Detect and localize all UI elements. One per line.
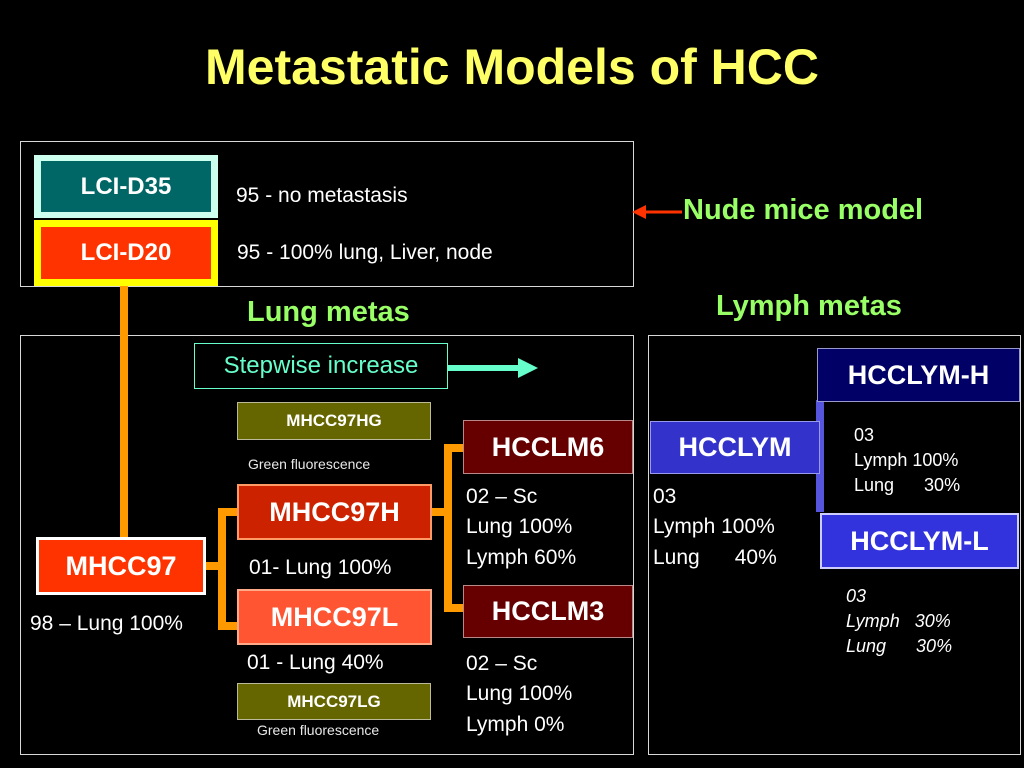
lci-d35-box[interactable]: LCI-D35 (34, 155, 218, 218)
mhcc97l-box[interactable]: MHCC97L (237, 589, 432, 645)
mhcc97lg-box[interactable]: MHCC97LG (237, 683, 431, 720)
lci-d35-note: 95 - no metastasis (236, 184, 408, 207)
hcclm3-box[interactable]: HCCLM3 (463, 585, 633, 638)
mhcc97h-box[interactable]: MHCC97H (237, 484, 432, 540)
mhcc97l-note: 01 - Lung 40% (247, 651, 384, 674)
hcclm6-notes: 02 – Sc Lung 100% Lymph 60% (466, 482, 576, 573)
mhcc97h-label: MHCC97H (269, 496, 400, 527)
lymph-metas-header: Lymph metas (716, 290, 902, 322)
hcclym-box[interactable]: HCCLYM (650, 421, 820, 474)
mhcc97-note: 98 – Lung 100% (30, 612, 183, 635)
mhcc97l-label: MHCC97L (270, 601, 399, 632)
hcclym-l-label: HCCLYM-L (850, 525, 989, 556)
stepwise-increase-box: Stepwise increase (194, 343, 448, 389)
hcclym-note-line: 03 (653, 485, 677, 508)
mhcc97lg-note: Green fluorescence (257, 722, 380, 738)
hcclm6-box[interactable]: HCCLM6 (463, 420, 633, 474)
stepwise-arrow-head (518, 358, 538, 378)
hcclym-h-note-line: 03 (854, 425, 875, 445)
connector-h-l-bracket (218, 508, 237, 630)
hcclm6-note-line: Lymph 60% (466, 545, 577, 569)
lci-d35-label: LCI-D35 (80, 172, 172, 200)
lci-d20-inner: LCI-D20 (41, 227, 211, 279)
lung-metas-header: Lung metas (247, 296, 410, 328)
stepwise-label: Stepwise increase (223, 352, 419, 379)
mhcc97lg-label: MHCC97LG (287, 691, 381, 711)
hcclym-l-notes: 03 Lymph 30% Lung 30% (846, 584, 952, 660)
hcclm3-notes: 02 – Sc Lung 100% Lymph 0% (466, 649, 572, 740)
lci-d20-note: 95 - 100% lung, Liver, node (237, 241, 493, 264)
lci-d20-box[interactable]: LCI-D20 (34, 220, 218, 286)
mhcc97hg-box[interactable]: MHCC97HG (237, 402, 431, 440)
hcclym-l-note-line: Lymph 30% (846, 611, 951, 632)
hcclym-h-note-line: Lymph 100% (854, 450, 959, 471)
nude-mice-label: Nude mice model (683, 194, 924, 226)
connector-lm-bracket (444, 444, 463, 612)
lci-d35-inner: LCI-D35 (41, 161, 211, 212)
hcclym-h-notes: 03 Lymph 100% Lung 30% (854, 423, 960, 499)
mhcc97-box[interactable]: MHCC97 (36, 537, 206, 595)
mhcc97h-note: 01- Lung 100% (249, 556, 392, 579)
hcclm3-note-line: Lymph 0% (466, 712, 565, 736)
hcclm3-label: HCCLM3 (491, 596, 605, 626)
hcclm3-note-line: Lung 100% (466, 682, 573, 706)
mhcc97-label: MHCC97 (65, 550, 177, 581)
nude-mice-panel (20, 141, 634, 287)
hcclm3-note-line: 02 – Sc (466, 652, 538, 675)
hcclym-h-note-line: Lung 30% (854, 475, 961, 496)
lung-metas-panel (20, 335, 634, 755)
hcclm6-note-line: Lung 100% (466, 515, 573, 539)
hcclm6-note-line: 02 – Sc (466, 485, 538, 508)
hcclym-label: HCCLYM (678, 432, 792, 462)
hcclym-l-note-line: Lung 30% (846, 636, 953, 657)
hcclym-h-label: HCCLYM-H (847, 359, 990, 390)
lymph-metas-panel (648, 335, 1021, 755)
hcclym-note-line: Lymph 100% (653, 515, 775, 539)
hcclym-notes: 03 Lymph 100% Lung 40% (653, 482, 777, 573)
hcclym-l-box[interactable]: HCCLYM-L (820, 513, 1019, 569)
page-title: Metastatic Models of HCC (205, 39, 819, 95)
hcclym-l-note-line: 03 (846, 586, 867, 606)
mhcc97hg-label: MHCC97HG (286, 411, 382, 430)
hcclym-h-box[interactable]: HCCLYM-H (817, 348, 1020, 402)
mhcc97-inner: MHCC97 (39, 540, 203, 592)
hcclm6-label: HCCLM6 (491, 431, 605, 462)
nude-mice-arrow-head (632, 205, 646, 219)
mhcc97hg-note: Green fluorescence (248, 456, 371, 472)
hcclym-note-line: Lung 40% (653, 545, 777, 569)
lci-d20-label: LCI-D20 (80, 239, 172, 266)
